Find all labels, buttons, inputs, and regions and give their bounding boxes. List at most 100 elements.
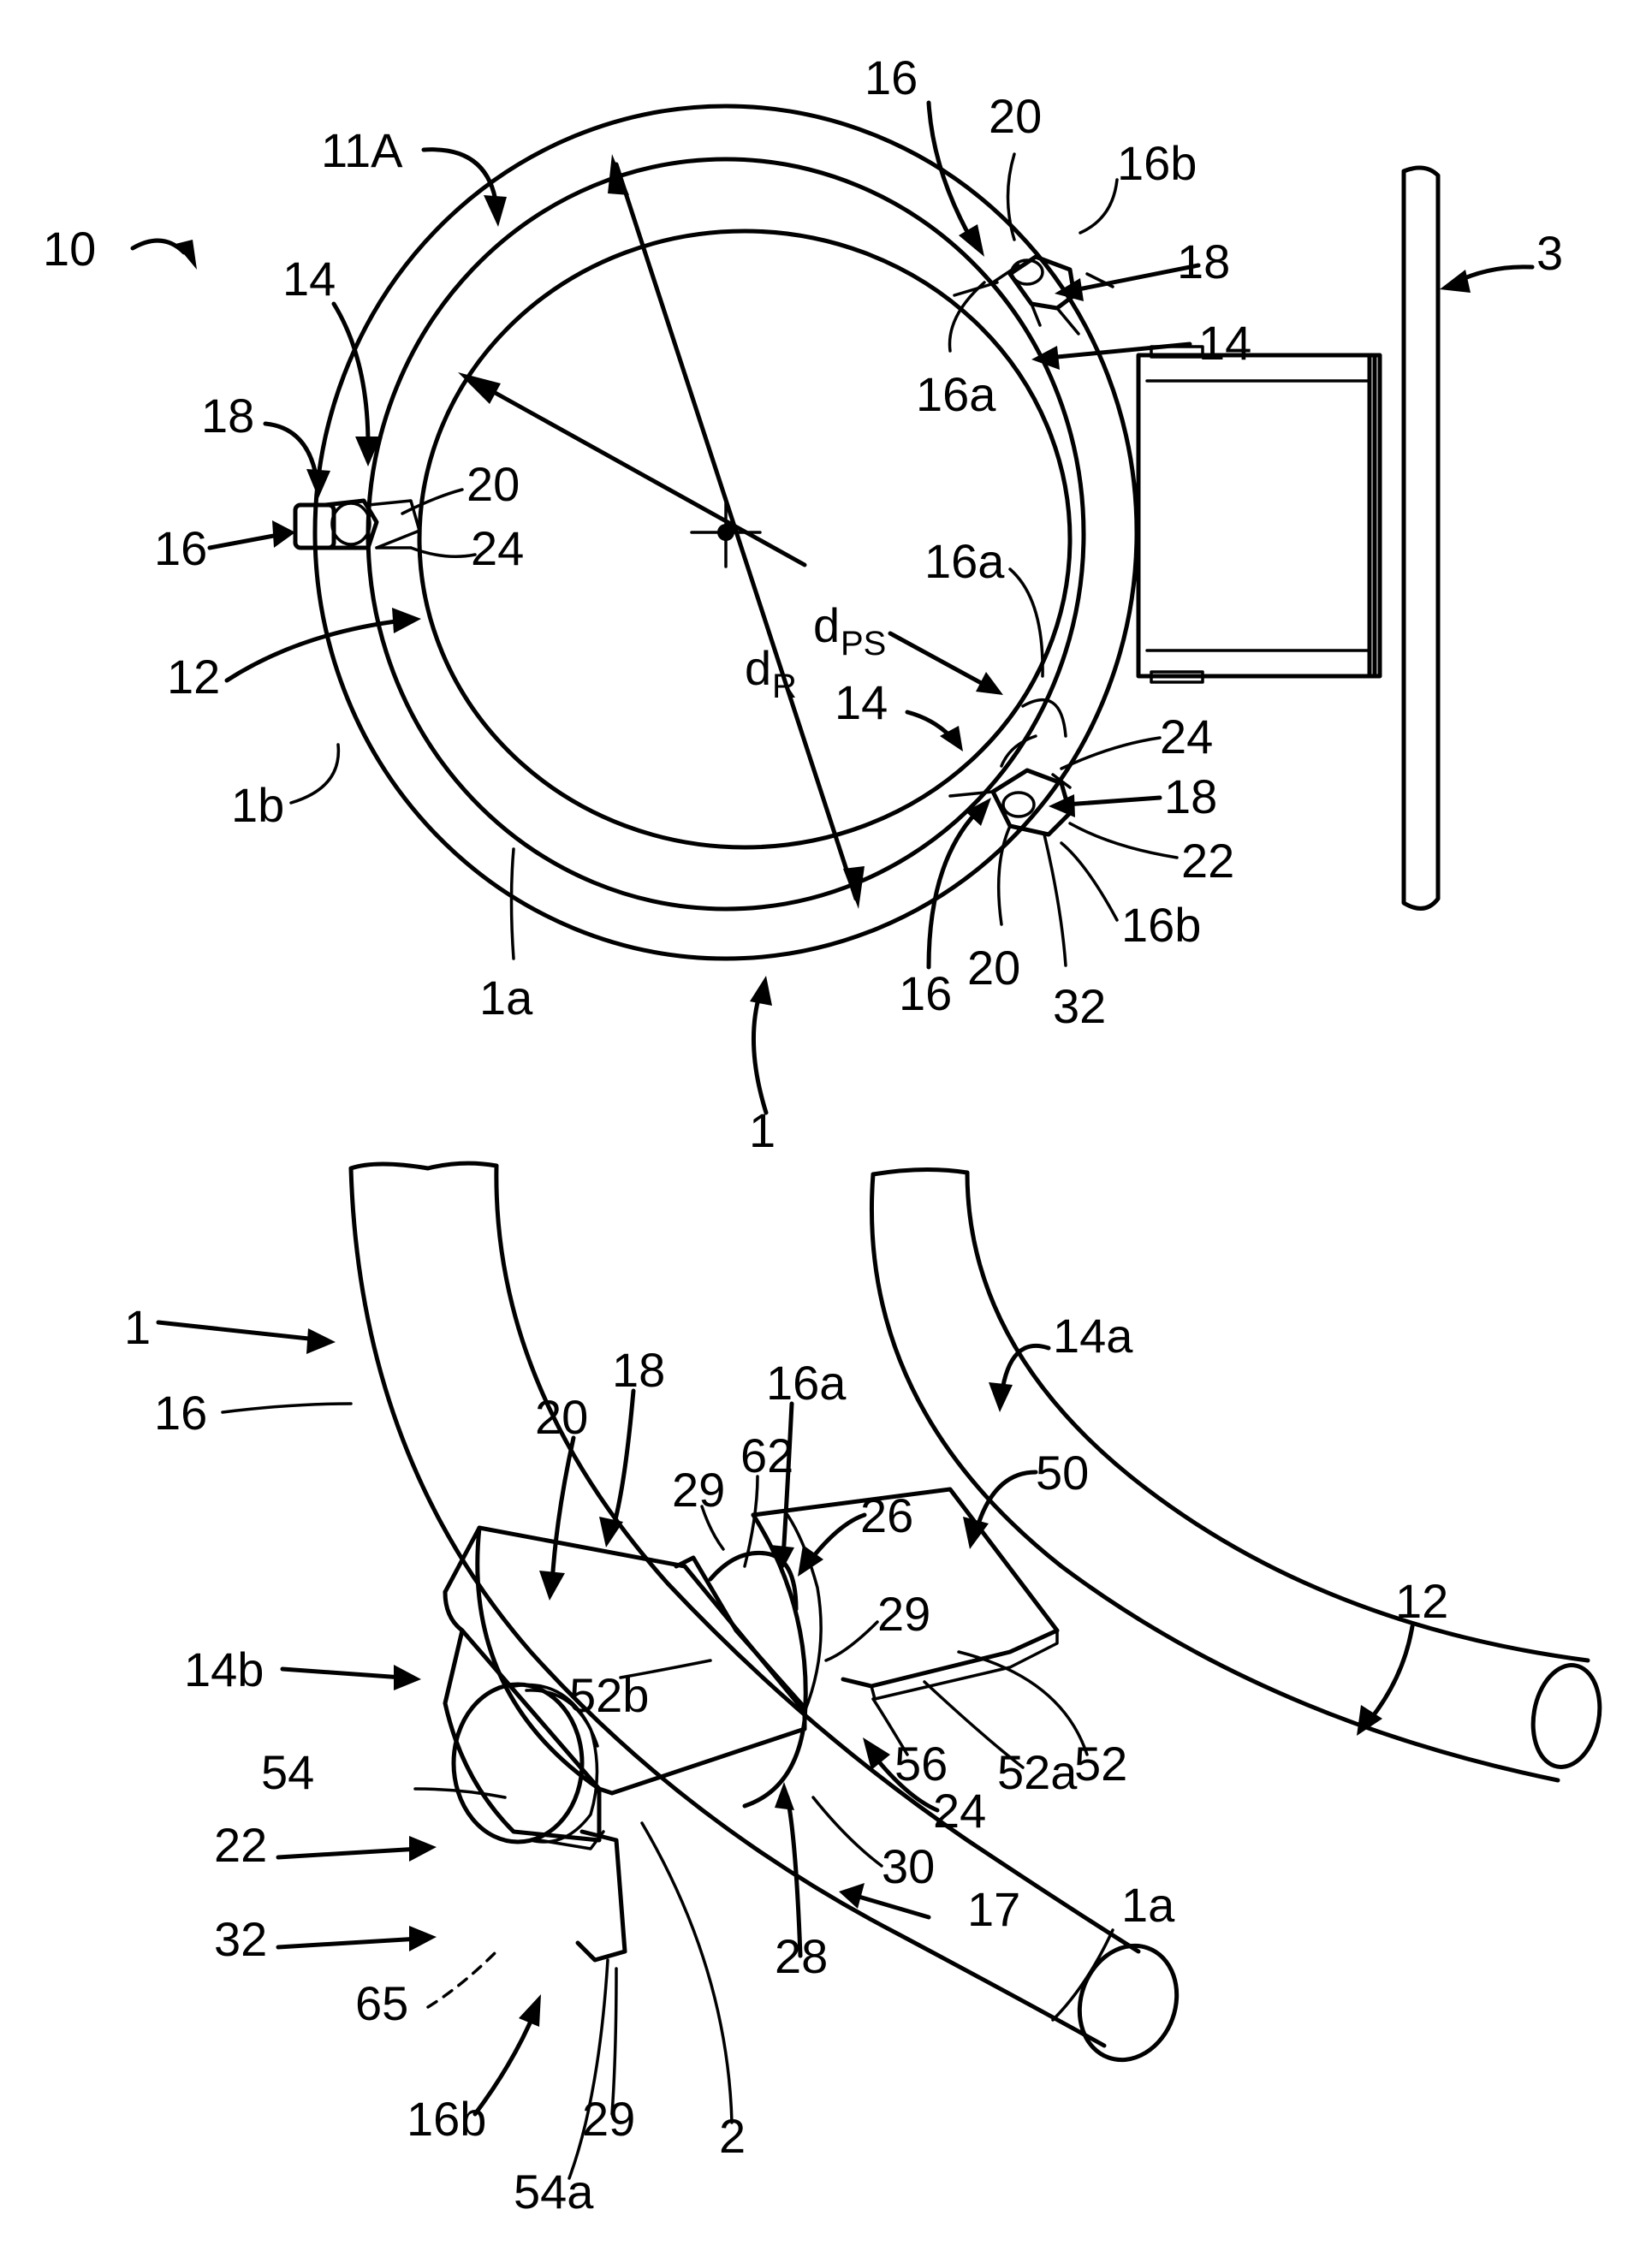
label-fig2-56: 56 [894,1737,948,1791]
label-dR: d [745,641,771,695]
leader-16-left [210,520,295,548]
label-fig2-12: 12 [1395,1574,1448,1628]
label-16a-top: 16a [916,367,996,421]
label-10: 10 [43,222,96,276]
label-fig2-29a: 29 [672,1463,725,1517]
figure-2: 1 16 18 20 16a 14a 50 29 62 26 29 12 14b… [124,1163,1607,2218]
support-cut-end [1525,1660,1607,1772]
label-dPS-subscript: PS [841,625,886,662]
leader-fig2-26 [798,1515,865,1577]
label-18-left: 18 [201,389,254,443]
label-20-bottom: 20 [967,941,1020,995]
label-fig2-30: 30 [882,1839,935,1893]
support-outer-edge [871,1174,1558,1780]
leader-fig2-52 [959,1652,1087,1755]
label-18-right: 18 [1164,769,1217,823]
label-fig2-32: 32 [214,1912,267,1966]
leader-fig2-18 [599,1391,633,1547]
leader-16a-mid [1010,569,1043,676]
label-12: 12 [167,650,220,704]
label-fig2-62: 62 [740,1428,793,1482]
leader-dPS [890,633,1003,695]
leader-11A [424,150,507,227]
label-fig2-14a: 14a [1053,1309,1133,1363]
label-fig2-22: 22 [214,1818,267,1872]
label-14-mid: 14 [835,675,888,729]
leader-32 [1044,835,1066,965]
leader-1b [291,745,338,803]
label-fig2-18: 18 [612,1343,665,1397]
label-fig2-24: 24 [933,1784,986,1838]
leader-fig2-16 [223,1404,351,1412]
label-fig2-16b: 16b [407,2092,486,2146]
label-fig2-16a: 16a [766,1356,847,1410]
leader-fig2-20 [539,1438,573,1601]
leader-1 [750,976,772,1113]
leader-fig2-2 [642,1823,732,2123]
leader-fig2-29b [826,1622,877,1660]
leader-fig2-1 [158,1322,336,1354]
wall-3 [1404,168,1438,908]
diameter-dR-arrow [608,154,865,909]
label-fig2-52a: 52a [997,1745,1078,1799]
label-dPS: d [813,598,840,652]
label-fig2-16: 16 [154,1386,207,1440]
label-16-bottom: 16 [899,966,952,1020]
support-inner-edge [967,1173,1588,1660]
label-16b-bottom: 16b [1121,898,1201,952]
leader-fig2-14b [282,1665,421,1690]
label-1b: 1b [231,778,284,832]
leader-fig2-12 [1357,1626,1412,1736]
label-32: 32 [1053,979,1106,1033]
leader-3 [1440,267,1532,293]
ring-cut-end-1a [1064,1932,1192,2073]
label-16-top: 16 [865,50,918,104]
leader-fig2-65 [428,1951,496,2007]
label-20-top: 20 [989,89,1042,143]
leader-fig2-32 [278,1926,437,1951]
label-fig2-14b: 14b [184,1642,264,1696]
label-fig2-54a: 54a [514,2165,594,2218]
label-fig2-1a: 1a [1121,1878,1175,1932]
mount-bracket [1138,355,1375,676]
clamp-tab-54a [578,1832,625,1960]
label-fig2-28: 28 [775,1929,828,1983]
label-fig2-54: 54 [261,1745,314,1799]
label-fig2-29c: 29 [582,2092,635,2146]
label-fig2-29b: 29 [877,1587,930,1641]
label-1a: 1a [479,971,533,1025]
label-20-left: 20 [466,457,520,511]
leader-22 [1070,823,1177,858]
ring-broken-end-left [351,1163,496,1168]
label-fig2-52: 52 [1074,1737,1127,1791]
label-fig2-1: 1 [124,1300,151,1354]
label-22: 22 [1181,834,1234,888]
clamp-body-22 [478,1528,805,1793]
leader-fig2-1a [1053,1930,1113,2020]
leader-16b-top [1080,180,1117,233]
label-3: 3 [1536,226,1563,280]
label-dR-subscript: R [772,668,797,705]
label-24-right: 24 [1160,710,1213,763]
support-broken-end [873,1169,967,1174]
label-14-topright: 14 [1198,316,1251,370]
label-11A: 11A [321,123,403,177]
label-fig2-65: 65 [355,1976,408,2030]
label-24-left: 24 [471,521,524,575]
label-16-left: 16 [154,521,207,575]
label-16a-mid: 16a [924,534,1005,588]
figure-1: 10 11A 16 20 16b 18 3 14 16a 14 18 20 16… [43,50,1563,1157]
label-fig2-50: 50 [1036,1446,1089,1500]
leader-fig2-22 [278,1836,437,1862]
label-18-top: 18 [1177,235,1230,288]
label-fig2-26: 26 [860,1488,913,1542]
label-fig2-20: 20 [535,1390,588,1444]
label-fig2-52b: 52b [569,1668,649,1722]
leader-10 [133,240,197,270]
label-1: 1 [749,1103,775,1157]
leader-14-mid [907,712,963,751]
label-16b-top: 16b [1117,136,1197,190]
label-fig2-17: 17 [967,1882,1020,1936]
leader-fig2-30 [813,1797,882,1866]
